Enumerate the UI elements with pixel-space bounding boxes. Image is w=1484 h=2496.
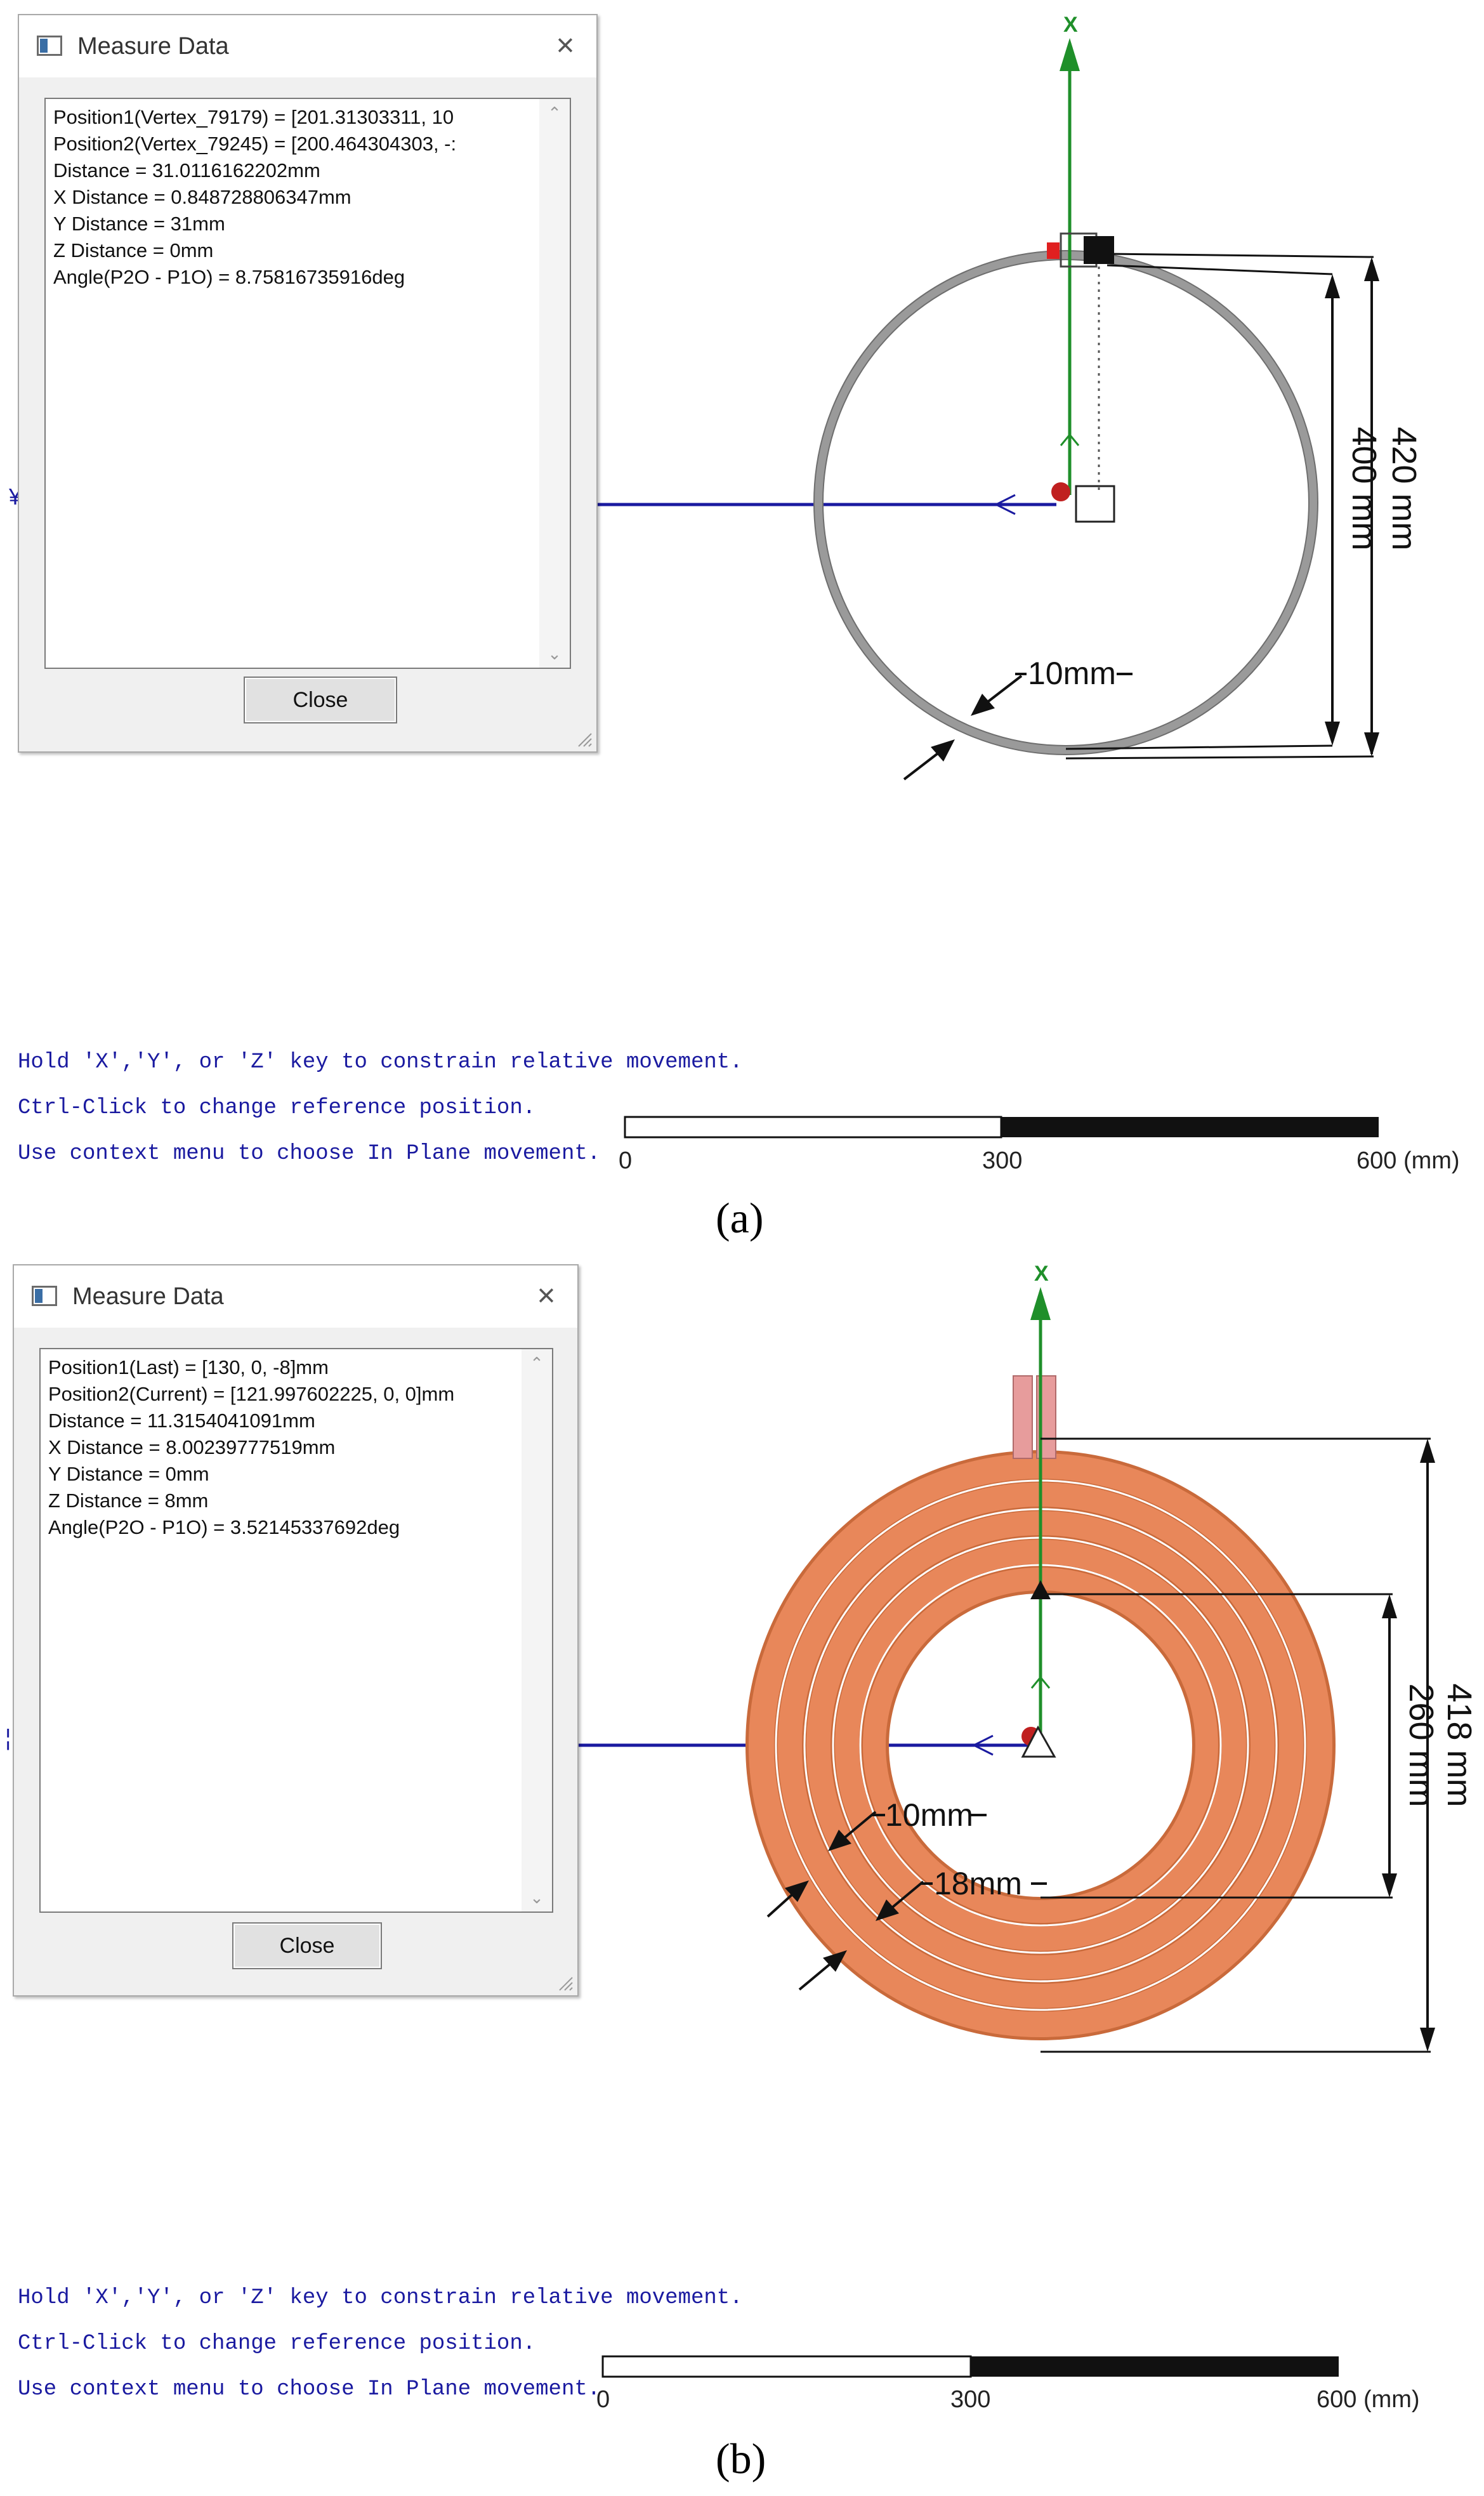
x-axis-label: X — [1034, 1262, 1049, 1286]
scale-bar-white — [624, 1116, 1002, 1139]
scroll-up-icon[interactable]: ⌃ — [548, 103, 561, 122]
scale-label-end: 600 (mm) — [1317, 2386, 1420, 2413]
scale-label-mid: 300 — [982, 1147, 1023, 1174]
close-icon[interactable]: × — [556, 27, 575, 63]
output-line: X Distance = 0.848728806347mm — [53, 186, 351, 208]
output-line: Position1(Vertex_79179) = [201.31303311,… — [53, 106, 454, 128]
x-axis-arrowhead — [1030, 1287, 1051, 1320]
origin-marker — [1051, 482, 1070, 501]
panel-caption: (a) — [716, 1194, 764, 1242]
status-line: Use context menu to choose In Plane move… — [18, 2377, 601, 2401]
dim-260-label: 260 mm — [1402, 1683, 1440, 1807]
status-line: Hold 'X','Y', or 'Z' key to constrain re… — [18, 1050, 743, 1074]
scroll-down-icon[interactable]: ⌄ — [548, 644, 561, 663]
measure-output-textbox[interactable]: Position1(Vertex_79179) = [201.31303311,… — [44, 98, 571, 669]
vertical-scrollbar[interactable]: ⌃ ⌄ — [539, 99, 570, 668]
resize-grip-icon[interactable] — [555, 1972, 574, 1991]
output-line: Distance = 31.0116162202mm — [53, 159, 320, 182]
scroll-down-icon[interactable]: ⌄ — [530, 1888, 544, 1907]
scale-bar-black — [1001, 1117, 1379, 1137]
output-line: Position1(Last) = [130, 0, -8]mm — [48, 1356, 329, 1378]
measure-output-textbox[interactable]: Position1(Last) = [130, 0, -8]mm Positio… — [39, 1348, 553, 1913]
output-line: Y Distance = 31mm — [53, 213, 225, 235]
app-icon — [37, 36, 62, 56]
reference-box — [1075, 485, 1115, 523]
dim-10mm-label: 10mm — [885, 1797, 973, 1833]
measure-output-lines: Position1(Last) = [130, 0, -8]mm Positio… — [48, 1354, 515, 1541]
output-line: Angle(P2O - P1O) = 8.75816735916deg — [53, 266, 405, 288]
status-line: Ctrl-Click to change reference position. — [18, 1096, 536, 1120]
status-line: Hold 'X','Y', or 'Z' key to constrain re… — [18, 2286, 743, 2310]
output-line: Position2(Current) = [121.997602225, 0, … — [48, 1383, 455, 1405]
output-line: Z Distance = 0mm — [53, 239, 214, 261]
panel-b: 418 mm 260 mm 10mm 18mm ¦ X Measure Data — [0, 1257, 1484, 2496]
status-line: Use context menu to choose In Plane move… — [18, 1142, 601, 1166]
x-axis-label: X — [1063, 13, 1078, 37]
scale-label-start: 0 — [619, 1147, 633, 1174]
scale-label-end: 600 (mm) — [1356, 1147, 1460, 1174]
y-axis-stub: ¦ — [5, 1724, 11, 1750]
dim-418-label: 418 mm — [1440, 1683, 1478, 1807]
dialog-title: Measure Data — [77, 33, 229, 60]
viewport-b: 418 mm 260 mm 10mm 18mm — [574, 1287, 1478, 2378]
dialog-titlebar[interactable]: Measure Data × — [14, 1265, 577, 1328]
viewport-a: 420 mm 400 mm 10mm — [596, 38, 1423, 1139]
scale-label-mid: 300 — [950, 2386, 991, 2413]
resize-grip-icon[interactable] — [574, 729, 593, 748]
dialog-title: Measure Data — [72, 1283, 224, 1310]
close-button[interactable]: Close — [232, 1922, 382, 1969]
close-button[interactable]: Close — [244, 677, 397, 723]
dim-10mm-label: 10mm — [1028, 656, 1116, 691]
single-turn-ring — [814, 251, 1318, 755]
output-line: X Distance = 8.00239777519mm — [48, 1436, 336, 1458]
x-axis-arrowhead — [1060, 38, 1080, 71]
measure-output-lines: Position1(Vertex_79179) = [201.31303311,… — [53, 104, 533, 291]
scale-bar-black — [971, 2356, 1339, 2377]
panel-a: 420 mm 400 mm 10mm ¥ X Measure Data × Po… — [9, 13, 1460, 1242]
vertical-scrollbar[interactable]: ⌃ ⌄ — [522, 1349, 552, 1912]
scale-bar-white — [601, 2355, 972, 2378]
coil-terminal-left — [1013, 1375, 1033, 1459]
output-line: Z Distance = 8mm — [48, 1489, 209, 1512]
close-icon[interactable]: × — [537, 1278, 556, 1313]
output-line: Position2(Vertex_79245) = [200.464304303… — [53, 133, 457, 155]
reference-triangle — [1021, 1725, 1056, 1758]
scale-label-start: 0 — [596, 2386, 610, 2413]
y-axis-arrow — [994, 494, 1016, 515]
measure-data-dialog: Measure Data × Position1(Last) = [130, 0… — [13, 1264, 579, 1997]
dim-400-label: 400 mm — [1345, 426, 1383, 550]
dim-420-label: 420 mm — [1385, 426, 1423, 550]
scroll-up-icon[interactable]: ⌃ — [530, 1354, 544, 1373]
measure-data-dialog: Measure Data × Position1(Vertex_79179) =… — [18, 14, 598, 753]
status-line: Ctrl-Click to change reference position. — [18, 2332, 536, 2356]
output-line: Angle(P2O - P1O) = 3.52145337692deg — [48, 1516, 400, 1538]
output-line: Y Distance = 0mm — [48, 1463, 209, 1485]
dialog-titlebar[interactable]: Measure Data × — [19, 15, 596, 77]
app-icon — [32, 1286, 57, 1306]
output-line: Distance = 11.3154041091mm — [48, 1410, 315, 1432]
panel-caption: (b) — [716, 2434, 766, 2483]
dim-18mm-label: 18mm — [934, 1866, 1022, 1901]
